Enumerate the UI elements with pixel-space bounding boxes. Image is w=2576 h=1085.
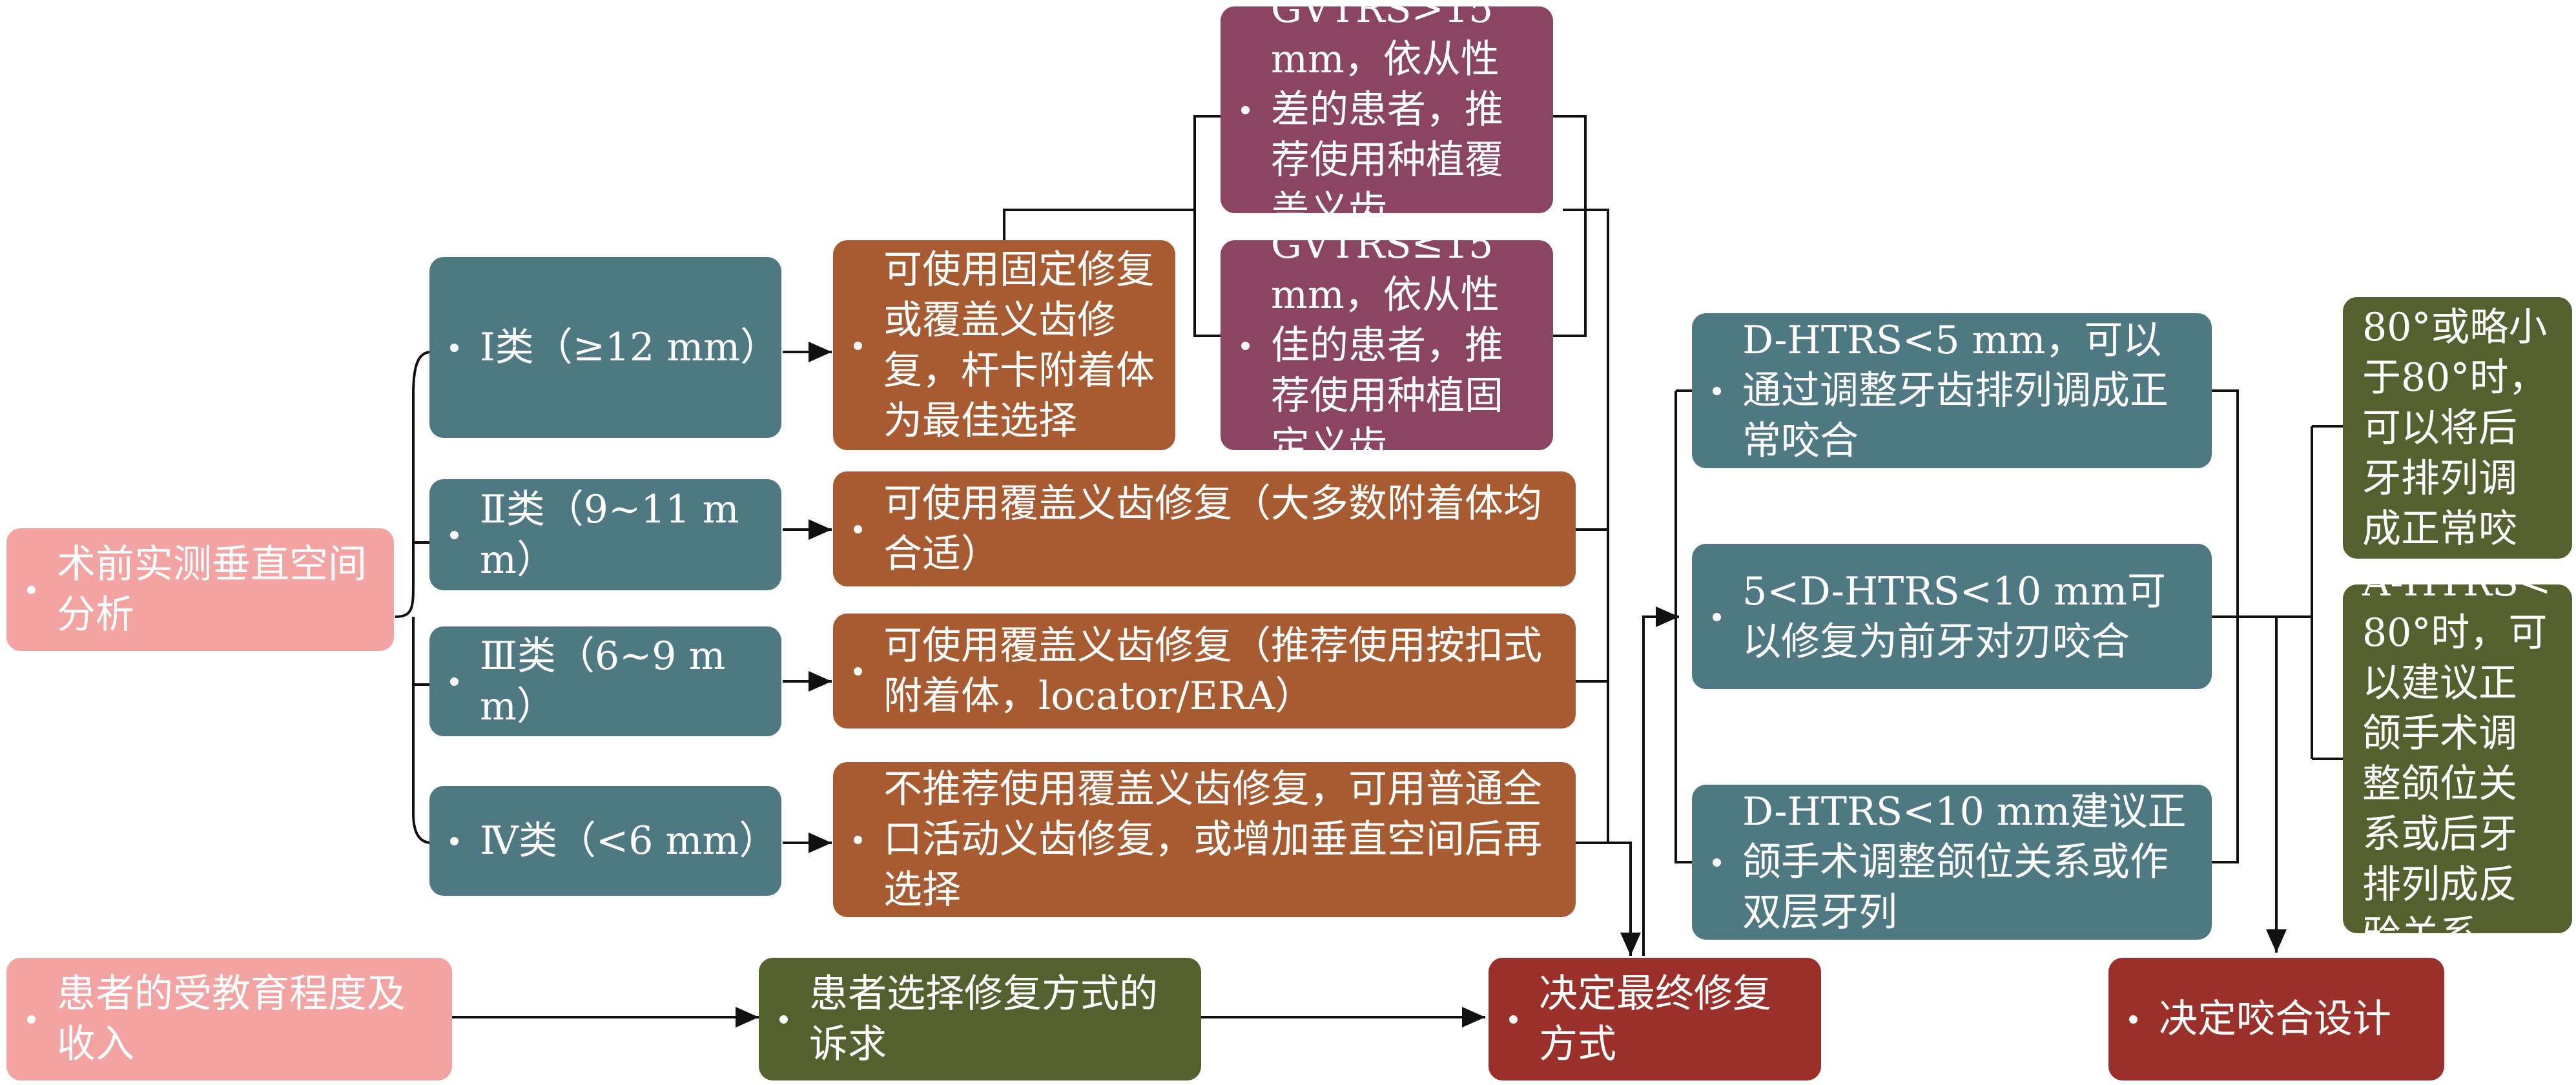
occlusion-node: 决定咬合设计 bbox=[2108, 958, 2444, 1080]
dhtrs-left-bracket bbox=[1674, 391, 1692, 863]
opt1-to-gvtrs bbox=[1003, 115, 1221, 255]
class4-node: Ⅳ类（<6 mm） bbox=[429, 786, 781, 896]
class2-node: Ⅱ类（9~11 mm） bbox=[429, 479, 781, 590]
bullet-icon bbox=[854, 667, 862, 676]
bullet-icon bbox=[2129, 1015, 2138, 1024]
options-collect bbox=[1608, 842, 1641, 956]
option3-node: 可使用覆盖义齿修复（推荐使用按扣式附着体，locator/ERA） bbox=[833, 614, 1576, 728]
option1-node: 可使用固定修复或覆盖义齿修复，杆卡附着体为最佳选择 bbox=[833, 240, 1175, 450]
bullet-icon bbox=[1713, 387, 1721, 395]
gvtrs-collect bbox=[1553, 116, 1587, 337]
bullet-icon bbox=[1509, 1015, 1518, 1024]
education-node: 患者的受教育程度及收入 bbox=[6, 958, 452, 1080]
decision-to-dhtrs bbox=[1642, 615, 1679, 956]
bullet-icon bbox=[1713, 858, 1721, 867]
ahtrs2-node: A-HTRS<80°时，可以建议正颌手术调整颌位关系或后牙排列成反𬌗关系 bbox=[2343, 560, 2572, 958]
bullet-icon bbox=[27, 1015, 36, 1024]
preop-node: 术前实测垂直空间分析 bbox=[6, 528, 394, 651]
gvtrs-le-node: GVTRS≤15 mm，依从性佳的患者，推荐使用种植固定义齿 bbox=[1221, 222, 1553, 469]
gvtrs-collect bbox=[1553, 115, 1587, 211]
options-collect bbox=[1563, 209, 1609, 844]
final-decision-node: 决定最终修复方式 bbox=[1489, 958, 1821, 1080]
bullet-icon bbox=[854, 341, 862, 350]
bullet-icon bbox=[450, 531, 459, 539]
bullet-icon bbox=[854, 836, 862, 844]
dhtrs3-node: D-HTRS<10 mm建议正颌手术调整颌位关系或作双层牙列 bbox=[1692, 785, 2212, 940]
bullet-icon bbox=[779, 1015, 788, 1024]
option2-node: 可使用覆盖义齿修复（大多数附着体均合适） bbox=[833, 471, 1576, 586]
opt1-to-gvtrs bbox=[1193, 210, 1221, 337]
dhtrs-right-bracket bbox=[2212, 389, 2239, 863]
bullet-icon bbox=[27, 586, 36, 594]
patient-choice-node: 患者选择修复方式的诉求 bbox=[759, 958, 1201, 1080]
dhtrs1-node: D-HTRS<5 mm，可以通过调整牙齿排列调成正常咬合 bbox=[1692, 313, 2212, 468]
bullet-icon bbox=[1713, 612, 1721, 621]
class3-node: Ⅲ类（6~9 mm） bbox=[429, 626, 781, 736]
brace-line bbox=[395, 351, 432, 618]
bullet-icon bbox=[854, 525, 862, 533]
dhtrs2-node: 5<D-HTRS<10 mm可以修复为前牙对刃咬合 bbox=[1692, 544, 2212, 689]
ahtrs1-node: A-HTRS>80°或略小于80°时，可以将后牙排列调成正常咬合 bbox=[2343, 254, 2572, 602]
bullet-icon bbox=[450, 344, 459, 352]
gvtrs-gt-node: GVTRS>15 mm，依从性差的患者，推荐使用种植覆盖义齿 bbox=[1221, 0, 1553, 233]
bullet-icon bbox=[1241, 106, 1250, 114]
bullet-icon bbox=[450, 837, 459, 845]
bullet-icon bbox=[1241, 341, 1250, 350]
bullet-icon bbox=[450, 677, 459, 686]
brace-line bbox=[412, 617, 432, 844]
option4-node: 不推荐使用覆盖义齿修复，可用普通全口活动义齿修复，或增加垂直空间后再选择 bbox=[833, 762, 1576, 917]
class1-node: Ⅰ类（≥12 mm） bbox=[429, 257, 781, 438]
